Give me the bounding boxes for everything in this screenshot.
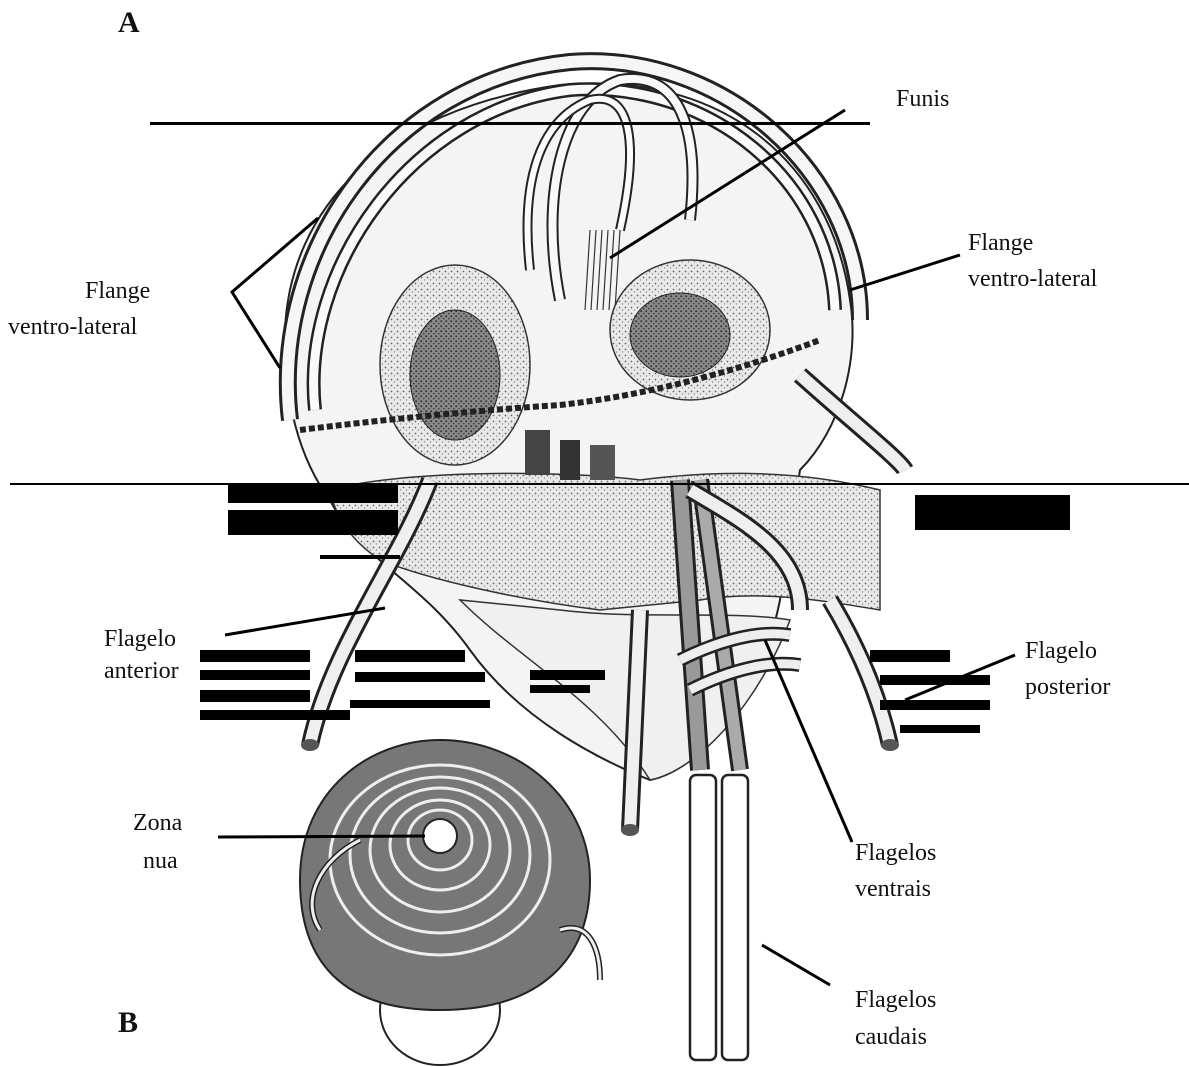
caudal-flagella bbox=[690, 775, 748, 1060]
label-flagelos-caudais-line2: caudais bbox=[855, 1022, 927, 1052]
label-flange-right-line2: ventro-lateral bbox=[968, 264, 1097, 294]
zona-nua-disc bbox=[423, 819, 457, 853]
label-flagelos-caudais-line1: Flagelos bbox=[855, 985, 936, 1015]
label-flagelos-ventrais-line1: Flagelos bbox=[855, 838, 936, 868]
panel-label-b: B bbox=[118, 1008, 138, 1038]
leader-zona-nua bbox=[218, 836, 425, 837]
label-flagelo-anterior-line2: anterior bbox=[104, 656, 179, 686]
label-funis: Funis bbox=[896, 84, 949, 114]
leader-flagelos-ventrais bbox=[765, 640, 852, 842]
label-zona-nua-line2: nua bbox=[143, 846, 178, 876]
label-zona-nua-line1: Zona bbox=[133, 808, 182, 838]
label-flagelo-posterior-line2: posterior bbox=[1025, 672, 1110, 702]
label-flange-left-line2: ventro-lateral bbox=[8, 312, 137, 342]
label-flange-left-line1: Flange bbox=[85, 276, 150, 306]
label-flagelos-ventrais-line2: ventrais bbox=[855, 874, 931, 904]
panel-label-a: A bbox=[118, 8, 140, 38]
label-flagelo-anterior-line1: Flagelo bbox=[104, 624, 176, 654]
leader-flagelos-caudais bbox=[762, 945, 830, 985]
label-flagelo-posterior-line1: Flagelo bbox=[1025, 636, 1097, 666]
cell-ventral-view-b bbox=[300, 740, 600, 1065]
leader-flange-right bbox=[850, 255, 960, 290]
label-flange-right-line1: Flange bbox=[968, 228, 1033, 258]
